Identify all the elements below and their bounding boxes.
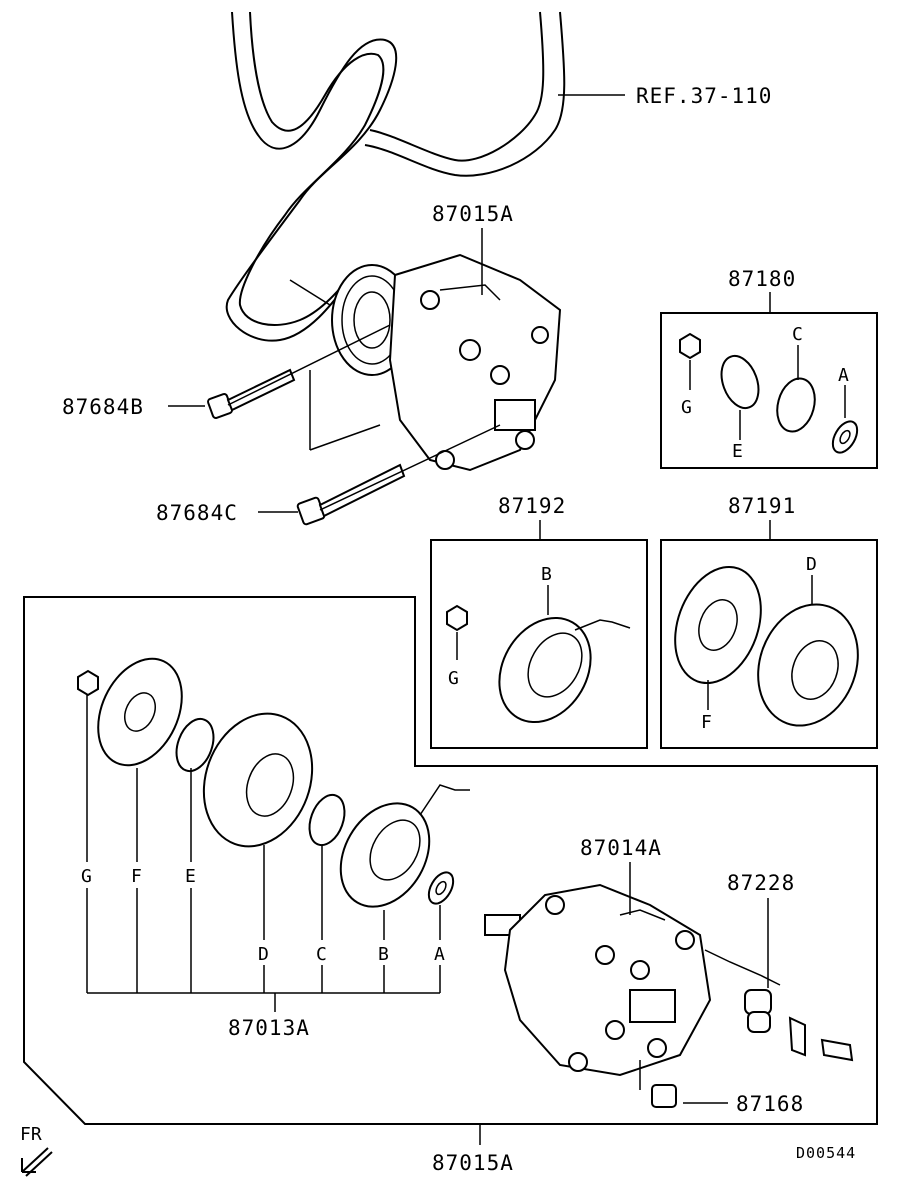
field-coil-b [498, 616, 592, 724]
clutch-letter-d: D [258, 944, 269, 965]
diagram-code: D00544 [796, 1144, 856, 1162]
kit-87180-box [660, 312, 878, 469]
shim-a [831, 420, 859, 454]
clutch-letter-c: C [316, 944, 327, 965]
kit-87192-box [430, 539, 648, 749]
snap-ring-e [175, 717, 215, 773]
nut-g [679, 332, 701, 360]
armature-f [97, 657, 183, 767]
bolt-87684c [296, 424, 501, 526]
kit-87192-letter-g: G [448, 668, 459, 689]
kit-87191-letter-d: D [806, 554, 817, 575]
kit-87180-letter-e: E [732, 441, 743, 462]
nut-g [77, 669, 99, 697]
clutch-letter-f: F [131, 866, 142, 887]
bolt-87684b [207, 324, 391, 419]
kit-87191-parts [674, 565, 859, 727]
bottom-assy-label: 87015A [432, 1151, 514, 1175]
switch-label: 87228 [727, 871, 795, 895]
plug [639, 1060, 677, 1108]
kit-87180-letter-c: C [792, 324, 803, 345]
kit-87191-letter-f: F [701, 712, 712, 733]
top-compressor-label: 87015A [432, 202, 514, 226]
fr-label: FR [20, 1124, 42, 1145]
compressor-body-label: 87014A [580, 836, 662, 860]
clutch-bracket [86, 695, 441, 1012]
kit-87180-letter-g: G [681, 397, 692, 418]
kit-87180-label: 87180 [728, 267, 796, 291]
nut-g [446, 604, 468, 632]
shim-a [427, 871, 455, 905]
assembly-outline [23, 596, 878, 1125]
drive-belt [225, 11, 625, 342]
snap-ring-c [776, 377, 816, 433]
pulley-d [757, 603, 859, 727]
clutch-letter-b: B [378, 944, 389, 965]
fr-arrow-icon [21, 1147, 53, 1177]
kit-87180-parts [679, 332, 859, 454]
snap-ring-c [308, 793, 346, 847]
clutch-letter-a: A [434, 944, 445, 965]
ref-label: REF.37-110 [636, 84, 772, 108]
clutch-parts [77, 657, 470, 908]
clutch-assy-label: 87013A [228, 1016, 310, 1040]
clutch-letter-e: E [185, 866, 196, 887]
plug-label: 87168 [736, 1092, 804, 1116]
compressor-body [484, 883, 712, 1077]
pulley-d [202, 712, 314, 848]
snap-ring-e [720, 354, 760, 410]
armature-plate-f [674, 565, 762, 685]
top-compressor [289, 253, 562, 472]
bolt-b-label: 87684B [62, 395, 144, 419]
field-coil-b [339, 802, 431, 908]
kit-87192-letter-b: B [541, 564, 552, 585]
kit-87192-parts [446, 585, 631, 724]
kit-87191-label: 87191 [728, 494, 796, 518]
clutch-letter-g: G [81, 866, 92, 887]
kit-87191-box [660, 539, 878, 749]
kit-87192-label: 87192 [498, 494, 566, 518]
pressure-switch [704, 949, 854, 1062]
kit-87180-letter-a: A [838, 365, 849, 386]
bolt-c-label: 87684C [156, 501, 238, 525]
